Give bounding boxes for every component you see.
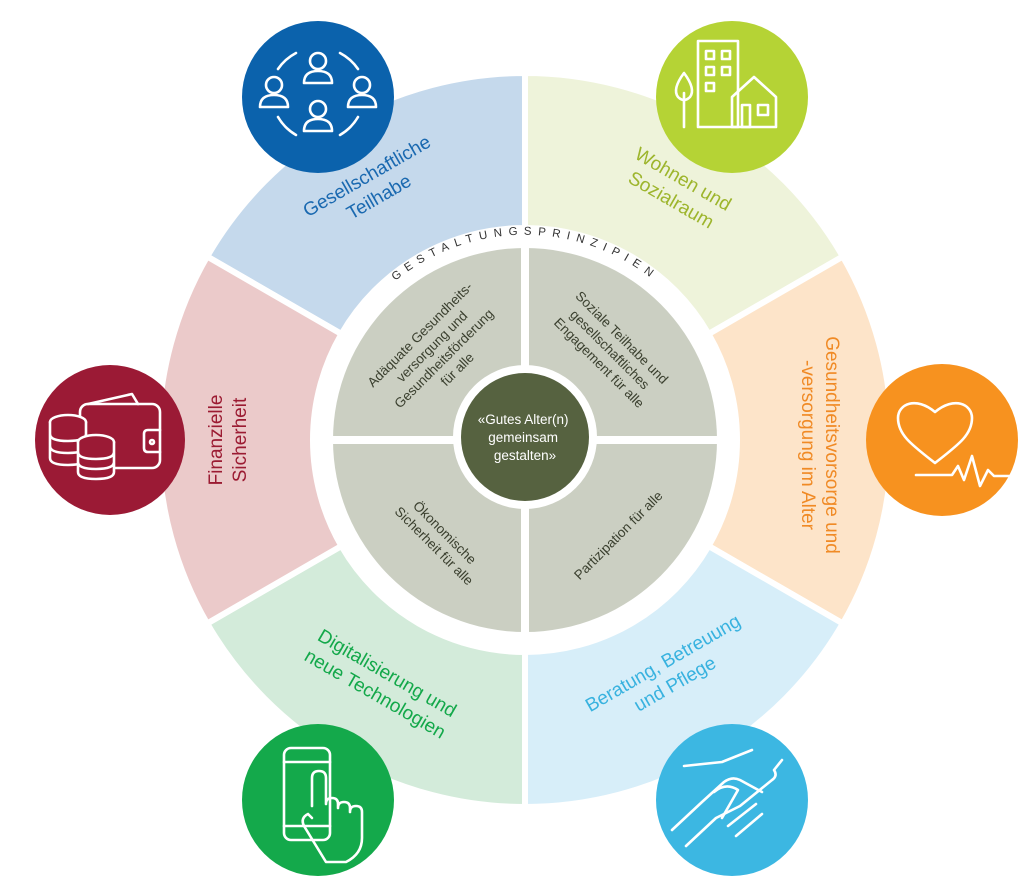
segment-digital (203, 541, 528, 811)
helping-hands-icon (656, 724, 808, 876)
center-line-3: gestalten» (494, 448, 556, 463)
center-line-1: «Gutes Alter(n) (478, 412, 569, 427)
segment-line: Gesundheitsvorsorge und (821, 336, 842, 554)
segment-label-health: Gesundheitsvorsorge und-versorgung im Al… (797, 336, 842, 554)
center-label: «Gutes Alter(n) gemeinsam gestalten» (478, 412, 573, 463)
segment-line: Sicherheit (230, 397, 251, 482)
people-circle-icon (242, 21, 394, 173)
smartphone-touch-icon (242, 724, 394, 876)
center-line-2: gemeinsam (488, 430, 558, 445)
center-circle (461, 373, 589, 501)
svg-text:Gesundheitsvorsorge und-versor: Gesundheitsvorsorge und-versorgung im Al… (797, 336, 842, 554)
heart-pulse-icon (866, 364, 1018, 516)
segment-line: -versorgung im Alter (797, 360, 818, 531)
buildings-house-icon (656, 21, 808, 173)
segment-health (704, 252, 895, 628)
outer-ring (155, 69, 895, 811)
wallet-coins-icon (35, 365, 185, 515)
segment-social-participation (203, 69, 528, 339)
segment-care (522, 541, 847, 811)
segment-housing (522, 69, 847, 339)
principles-disc: «Gutes Alter(n) gemeinsam gestalten» (331, 246, 721, 636)
segment-line: Finanzielle (206, 395, 227, 486)
segment-finance (155, 252, 346, 628)
